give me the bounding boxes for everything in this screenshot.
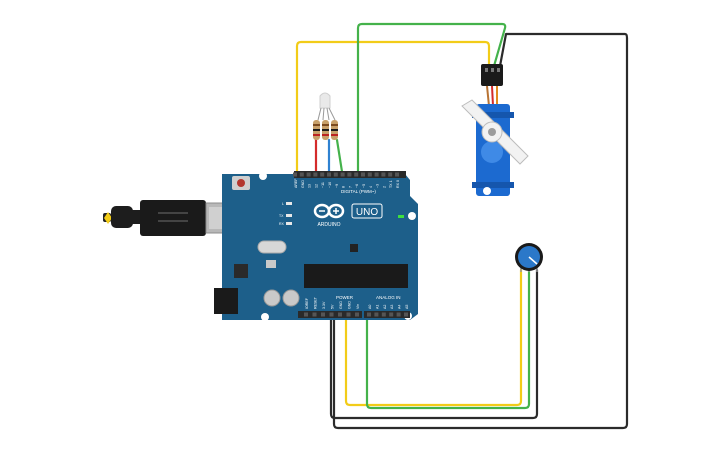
- pin-label: IOREF: [305, 297, 309, 309]
- header-pin[interactable]: [381, 172, 386, 177]
- resistors[interactable]: [313, 120, 338, 140]
- wire-yellow-pot-5v[interactable]: [344, 268, 523, 407]
- micro-servo[interactable]: [461, 64, 529, 196]
- pin-label: RESET: [314, 296, 318, 309]
- pin-label: 4: [369, 186, 373, 188]
- resistor-2[interactable]: [322, 120, 329, 140]
- rx-label: RX: [279, 222, 285, 226]
- header-pin[interactable]: [367, 172, 372, 177]
- wire-yellow-servo-signal[interactable]: [295, 40, 491, 180]
- header-pin[interactable]: [312, 312, 317, 317]
- pin-label: 2: [382, 186, 386, 188]
- header-pin[interactable]: [389, 312, 394, 317]
- wire-black-pot-gnd[interactable]: [329, 268, 539, 420]
- pin-label: ~10: [328, 182, 332, 188]
- potentiometer[interactable]: [515, 243, 543, 272]
- header-pin[interactable]: [396, 312, 401, 317]
- l-label: L: [282, 202, 284, 206]
- arduino-logo: [313, 203, 345, 219]
- dc-jack: [214, 288, 238, 314]
- pin-label: 7: [348, 186, 352, 188]
- usb-cable[interactable]: [103, 200, 235, 236]
- pin-label: AREF: [294, 178, 298, 188]
- pin-label: ~11: [321, 182, 325, 188]
- servo-connector[interactable]: [481, 64, 503, 86]
- header-pin[interactable]: [329, 312, 334, 317]
- header-pin[interactable]: [340, 172, 345, 177]
- rgb-led[interactable]: [317, 92, 336, 121]
- header-pin[interactable]: [388, 172, 393, 177]
- pin-label: 8: [342, 186, 346, 188]
- pin-label: ~6: [355, 184, 359, 188]
- header-pin[interactable]: [338, 312, 342, 317]
- header-pin[interactable]: [361, 172, 365, 177]
- resistor-3[interactable]: [331, 120, 338, 140]
- servo-horn[interactable]: [461, 99, 529, 165]
- header-pin[interactable]: [374, 172, 379, 177]
- pin-label: A2: [383, 305, 387, 309]
- header-pin[interactable]: [346, 312, 351, 317]
- pin-label: ~3: [376, 184, 380, 188]
- analog-header[interactable]: [364, 311, 410, 318]
- header-pin[interactable]: [327, 172, 331, 177]
- header-pin[interactable]: [299, 172, 304, 177]
- header-pin[interactable]: [381, 312, 386, 317]
- pin-label: A4: [398, 305, 402, 309]
- wire-green-servo-power[interactable]: [356, 22, 507, 180]
- board-model: UNO: [356, 207, 378, 218]
- header-pin[interactable]: [293, 172, 297, 177]
- header-pin[interactable]: [321, 312, 325, 317]
- pin-label: A0: [368, 305, 372, 309]
- wires: [295, 22, 629, 430]
- pin-label: A5: [405, 305, 409, 309]
- analog-label: ANALOG IN: [376, 295, 401, 300]
- header-pin[interactable]: [306, 172, 311, 177]
- atmega-chip: [304, 264, 408, 288]
- pin-label: 12: [314, 184, 318, 188]
- header-pin[interactable]: [395, 172, 399, 177]
- pin-label: Vin: [356, 304, 360, 309]
- header-pin[interactable]: [304, 312, 308, 317]
- pin-label: GND: [339, 301, 343, 309]
- tx-label: TX: [279, 214, 284, 218]
- header-pin[interactable]: [333, 172, 338, 177]
- header-pin[interactable]: [347, 172, 352, 177]
- power-label: POWER: [336, 295, 354, 300]
- pin-label: 13: [308, 184, 312, 188]
- pin-label: ~9: [335, 184, 339, 188]
- pin-label: RX 0: [396, 180, 400, 188]
- board-brand: ARDUINO: [317, 222, 340, 228]
- header-pin[interactable]: [355, 312, 359, 317]
- pin-label: GND: [301, 180, 305, 188]
- wire-black-servo-gnd[interactable]: [332, 32, 629, 430]
- on-label: ON: [409, 216, 415, 220]
- reset-button[interactable]: [237, 179, 245, 187]
- header-pin[interactable]: [313, 172, 318, 177]
- header-pin[interactable]: [374, 312, 379, 317]
- digital-label: DIGITAL (PWM~): [341, 189, 376, 194]
- pin-label: A3: [390, 305, 394, 309]
- header-pin[interactable]: [404, 312, 408, 317]
- arduino-board[interactable]: UNO ARDUINO ON L TX RX DIGITAL (PWM~) PO…: [214, 171, 418, 321]
- resistor-1[interactable]: [313, 120, 320, 140]
- header-pin[interactable]: [320, 172, 325, 177]
- wire-green-pot-a0[interactable]: [365, 268, 531, 410]
- header-pin[interactable]: [354, 172, 359, 177]
- pin-label: 5V: [331, 304, 335, 309]
- pin-label: ~5: [362, 184, 366, 188]
- header-pin[interactable]: [367, 312, 371, 317]
- pin-label: 3.3V: [322, 301, 326, 309]
- pin-label: TX 1: [389, 180, 393, 188]
- power-pin-labels: IOREF RESET 3.3V 5V GND GND Vin: [304, 296, 360, 317]
- pin-label: A1: [375, 305, 379, 309]
- pin-label: GND: [348, 301, 352, 309]
